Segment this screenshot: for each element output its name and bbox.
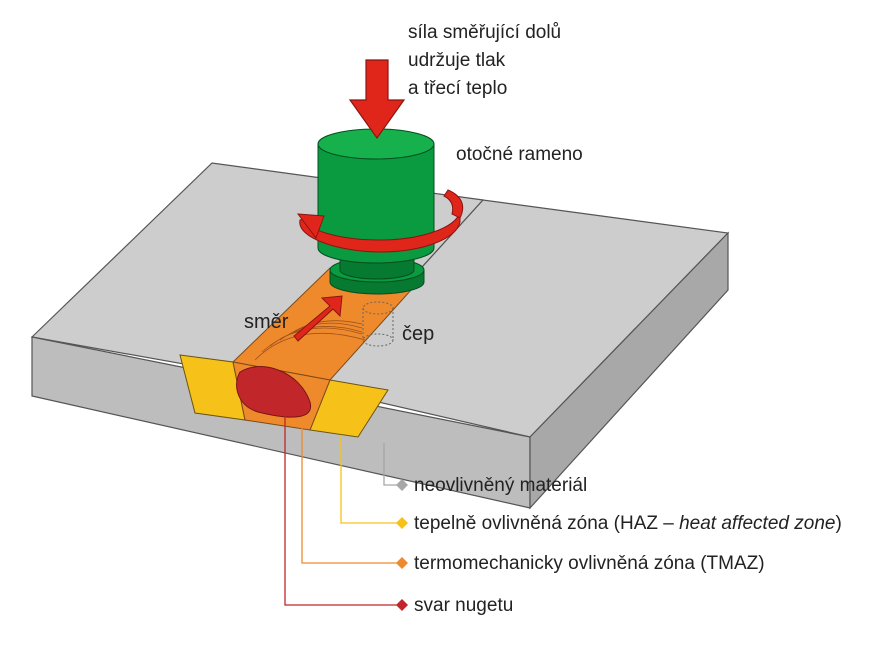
legend-haz-prefix: tepelně ovlivněná zóna (HAZ –: [414, 513, 679, 534]
pin-label: čep: [402, 323, 434, 345]
callout-lines: [284, 410, 398, 606]
callout-line-unaffected: [383, 443, 398, 486]
force-label-line1: síla směřující dolů: [408, 22, 561, 43]
diamond-icon: [396, 479, 408, 491]
legend-haz: tepelně ovlivněná zóna (HAZ – heat affec…: [414, 513, 842, 534]
force-label-line3: a třecí teplo: [408, 78, 507, 99]
legend-nugget: svar nugetu: [414, 595, 513, 616]
rotating-arm-label: otočné rameno: [456, 144, 583, 165]
rotation-arrow-icon: [296, 189, 464, 253]
legend-haz-italic: heat affected zone: [679, 513, 835, 534]
pin-outline: [362, 301, 394, 347]
callout-line-tmaz: [301, 425, 398, 564]
legend-markers: [396, 479, 408, 611]
diamond-icon: [396, 517, 408, 529]
direction-label: směr: [244, 311, 289, 333]
callout-line-nugget: [284, 410, 398, 606]
arrow-down-icon: [348, 59, 406, 140]
tool-body: [317, 143, 435, 264]
legend-haz-suffix: ): [835, 513, 841, 534]
weld-cross-section: [179, 354, 389, 438]
legend-unaffected: neovlivněný materiál: [414, 475, 587, 496]
callout-line-haz: [340, 435, 398, 524]
legend-tmaz: termomechanicky ovlivněná zóna (TMAZ): [414, 553, 765, 574]
rotating-tool: [317, 128, 435, 295]
force-label-line2: udržuje tlak: [408, 50, 506, 71]
diamond-icon: [396, 557, 408, 569]
diamond-icon: [396, 599, 408, 611]
arrow-up-right-icon: [293, 295, 343, 342]
weld-nugget: [236, 366, 312, 418]
plate-side-face: [529, 231, 729, 510]
